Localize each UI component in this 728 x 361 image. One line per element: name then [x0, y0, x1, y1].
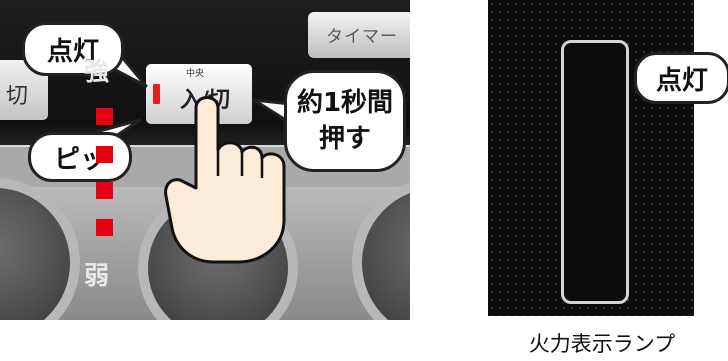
timer-label: タイマー: [326, 27, 398, 47]
light-on-callout: 点灯: [22, 22, 124, 76]
heat-level-photo: [488, 0, 694, 316]
heat-level-lamp: [96, 146, 113, 163]
heat-level-lamp: [96, 219, 113, 236]
heat-lamp-frame: [561, 40, 629, 304]
power-button-label: 入/切: [180, 88, 230, 113]
press-instruction-callout: 約1秒間 押す: [284, 70, 406, 172]
power-led-indicator: [153, 84, 160, 104]
press-action-text: 押す: [318, 124, 371, 154]
right-knob: [352, 178, 410, 320]
center-knob: [138, 188, 298, 320]
beep-callout: ピッ: [28, 132, 132, 182]
lamp-light-on-callout: 点灯: [634, 52, 728, 104]
timer-button: [308, 12, 410, 58]
heat-level-lamp: [96, 182, 113, 199]
left-knob: [0, 178, 80, 320]
weak-label: 弱: [84, 261, 110, 290]
left-button-label: 切: [6, 84, 29, 109]
strong-label: 強: [84, 57, 110, 86]
heat-level-lamp: [96, 108, 113, 125]
heat-display-caption: 火力表示ランプ: [528, 332, 676, 356]
press-duration-text: 約1秒間: [296, 88, 394, 118]
power-button-small-label: 中央: [186, 69, 205, 79]
